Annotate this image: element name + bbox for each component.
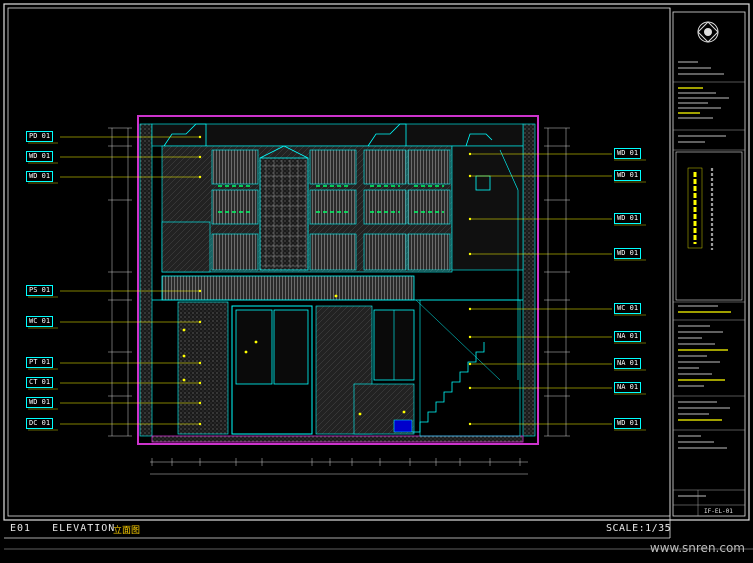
elevation-section bbox=[137, 115, 539, 445]
material-tag-left[interactable]: CT 01 bbox=[26, 377, 54, 388]
stair-landing bbox=[393, 419, 413, 433]
material-tag-left[interactable]: WC 01 bbox=[26, 316, 54, 327]
callout-dot bbox=[402, 410, 406, 414]
leader-dot bbox=[468, 422, 472, 426]
material-tag-right[interactable]: WC 01 bbox=[614, 303, 642, 314]
staircase bbox=[393, 299, 501, 433]
leader-dot bbox=[198, 401, 202, 405]
project-name-box bbox=[687, 167, 703, 249]
cabinet-panel bbox=[407, 189, 451, 225]
leader-dot bbox=[468, 252, 472, 256]
leader-dot bbox=[198, 320, 202, 324]
cabinet-panel bbox=[363, 233, 407, 271]
right-leaders bbox=[468, 152, 646, 431]
leader-dot bbox=[198, 289, 202, 293]
callout-dot bbox=[244, 350, 248, 354]
cabinet-panel bbox=[309, 233, 357, 271]
left-leaders bbox=[28, 135, 202, 431]
callout-dot bbox=[182, 328, 186, 332]
leader-dot bbox=[468, 386, 472, 390]
leader-dot bbox=[198, 175, 202, 179]
cabinet-panel bbox=[363, 149, 407, 185]
title-block bbox=[672, 11, 746, 517]
cabinet-panel bbox=[211, 233, 259, 271]
project-name-vertical bbox=[686, 178, 699, 187]
drawing-title-text: ELEVATION bbox=[52, 523, 116, 534]
leader-dot bbox=[198, 361, 202, 365]
material-tag-left[interactable]: WD 01 bbox=[26, 151, 54, 162]
cabinet-panel bbox=[407, 149, 451, 185]
cabinet-panel bbox=[211, 189, 259, 225]
cabinet-panel bbox=[309, 149, 357, 185]
material-tag-left[interactable]: PD 01 bbox=[26, 131, 54, 142]
leader-dot bbox=[198, 422, 202, 426]
material-tag-left[interactable]: DC 01 bbox=[26, 418, 54, 429]
sheet-frame bbox=[3, 3, 753, 550]
cabinet-panel bbox=[407, 233, 451, 271]
leader-dot bbox=[198, 135, 202, 139]
callout-dot bbox=[182, 354, 186, 358]
leader-dot bbox=[198, 381, 202, 385]
callout-dot bbox=[254, 340, 258, 344]
drawing-title: E01 ELEVATION bbox=[10, 523, 115, 534]
leader-dot bbox=[468, 307, 472, 311]
title-block-text-lines bbox=[678, 61, 731, 497]
material-tag-right[interactable]: NA 01 bbox=[614, 382, 642, 393]
material-tag-right[interactable]: WD 01 bbox=[614, 170, 642, 181]
leader-dot bbox=[468, 217, 472, 221]
stair-rail bbox=[415, 299, 501, 381]
material-tag-right[interactable]: NA 01 bbox=[614, 358, 642, 369]
drawing-code: E01 bbox=[10, 523, 32, 534]
cabinet-panel bbox=[211, 149, 259, 185]
material-tag-right[interactable]: WD 01 bbox=[614, 213, 642, 224]
callout-dot bbox=[334, 294, 338, 298]
watermark: www.snren.com bbox=[649, 541, 745, 555]
drawing-scale: SCALE:1/35 bbox=[606, 523, 672, 534]
sheet-number: IF-EL-01 bbox=[704, 508, 733, 515]
dimension-lines bbox=[108, 127, 570, 475]
leader-dot bbox=[468, 174, 472, 178]
callout-dot bbox=[182, 378, 186, 382]
leader-dot bbox=[198, 155, 202, 159]
side-panel bbox=[161, 221, 211, 273]
company-logo bbox=[697, 21, 719, 43]
cabinet-panel bbox=[309, 189, 357, 225]
material-tag-right[interactable]: WD 01 bbox=[614, 248, 642, 259]
material-tag-left[interactable]: WD 01 bbox=[26, 397, 54, 408]
callout-dot bbox=[358, 412, 362, 416]
material-tag-right[interactable]: WD 01 bbox=[614, 418, 642, 429]
cabinet-panel bbox=[363, 189, 407, 225]
material-tag-right[interactable]: WD 01 bbox=[614, 148, 642, 159]
material-tag-left[interactable]: WD 01 bbox=[26, 171, 54, 182]
leader-dot bbox=[468, 335, 472, 339]
material-tag-right[interactable]: NA 01 bbox=[614, 331, 642, 342]
drawing-title-cn: 立面图 bbox=[113, 526, 141, 536]
material-tag-left[interactable]: PT 01 bbox=[26, 357, 54, 368]
stair-profile bbox=[412, 342, 485, 433]
material-tag-left[interactable]: PS 01 bbox=[26, 285, 54, 296]
leader-dot bbox=[468, 152, 472, 156]
leader-dot bbox=[468, 362, 472, 366]
